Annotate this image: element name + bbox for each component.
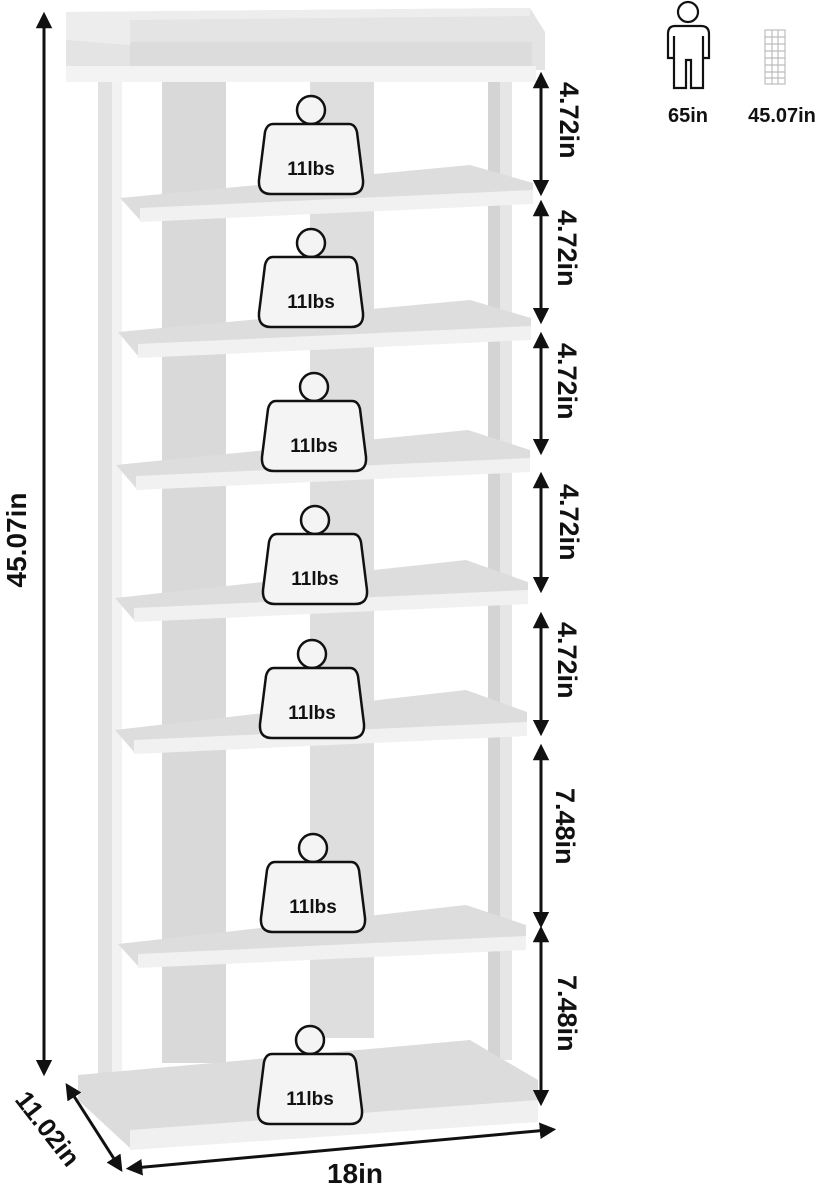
weight-icon: 11lbs [257, 227, 365, 329]
person-height-label: 65in [668, 105, 708, 127]
rear-posts [488, 70, 512, 1060]
front-posts [98, 70, 122, 1080]
rack-icon [764, 29, 786, 85]
weight-label: 11lbs [288, 703, 336, 724]
depth-arrow [65, 1083, 123, 1172]
scale-comparison: 65in 45.07in [666, 0, 816, 127]
height-label: 45.07in [1, 493, 32, 588]
weight-icon: 11lbs [258, 638, 366, 740]
weight-icon: 11lbs [259, 832, 367, 934]
weight-icon: 11lbs [261, 504, 369, 606]
weight-label: 11lbs [290, 436, 338, 457]
gap-label: 4.72in [552, 210, 582, 287]
person-icon [666, 0, 711, 90]
weight-label: 11lbs [286, 1089, 334, 1110]
dimension-arrows [35, 11, 557, 1176]
weight-icons: 11lbs 11lbs 11lbs 11lbs 11lbs 11lbs 11lb… [256, 94, 369, 1126]
width-arrow [125, 1122, 557, 1176]
weight-label: 11lbs [287, 292, 335, 313]
shelf-6 [118, 905, 526, 968]
gap-label: 4.72in [554, 82, 584, 159]
weight-label: 11lbs [291, 569, 339, 590]
weight-icon: 11lbs [260, 371, 368, 473]
width-label: 18in [327, 1158, 383, 1189]
top-tray [66, 8, 545, 82]
gap-label: 4.72in [552, 343, 582, 420]
weight-label: 11lbs [287, 159, 335, 180]
rack-height-label: 45.07in [748, 105, 816, 127]
weight-icon: 11lbs [256, 1024, 364, 1126]
weight-icon: 11lbs [257, 94, 365, 196]
gap-label: 4.72in [552, 622, 582, 699]
gap-label: 7.48in [550, 788, 580, 865]
gap-label: 4.72in [554, 484, 584, 561]
weight-label: 11lbs [289, 897, 337, 918]
gap-label: 7.48in [552, 975, 582, 1052]
